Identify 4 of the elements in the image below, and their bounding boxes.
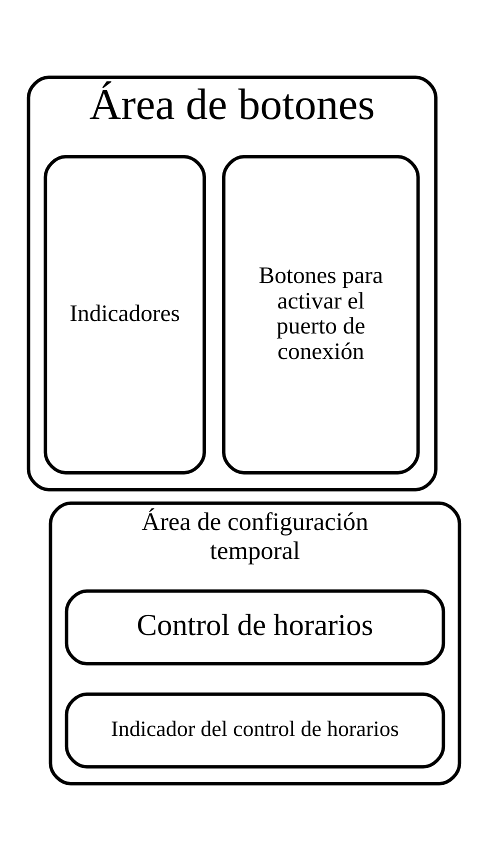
node-box: Indicador del control de horarios bbox=[64, 692, 446, 769]
node-box: Botones para activar el puerto de conexión bbox=[222, 155, 420, 474]
node-box: Indicadores bbox=[44, 155, 206, 474]
node-box: Control de horarios bbox=[64, 589, 446, 666]
